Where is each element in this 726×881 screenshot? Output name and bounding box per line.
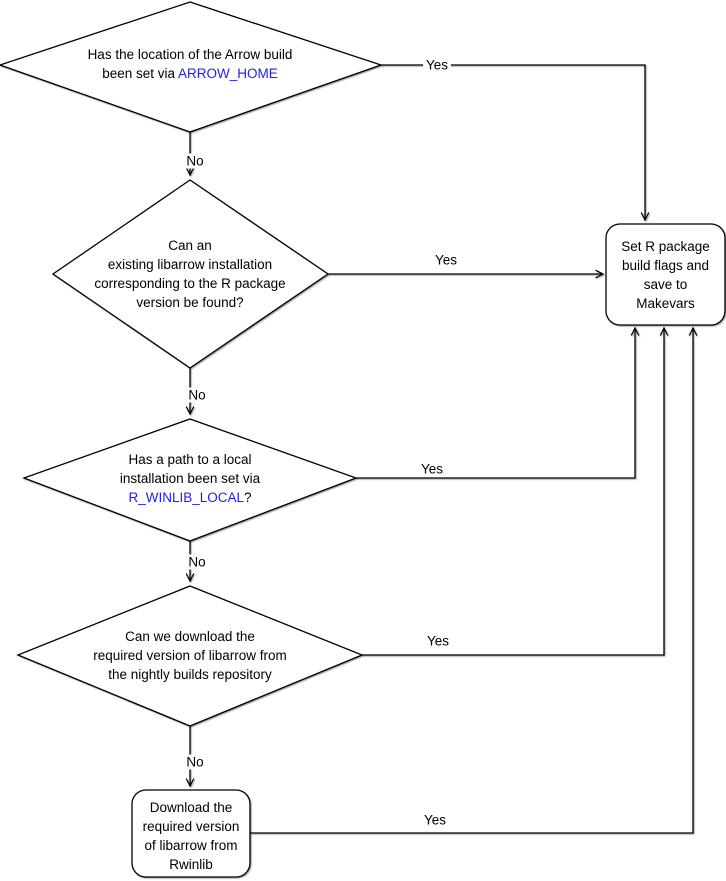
decision-text-line: corresponding to the R package bbox=[94, 276, 286, 291]
process-text-line: required version bbox=[142, 819, 240, 834]
node-nightly-download-decision: Can we download the required version of … bbox=[10, 627, 370, 684]
decision-text-line: version be found? bbox=[136, 295, 244, 310]
env-var-arrow-home: ARROW_HOME bbox=[178, 66, 278, 81]
edge-rwinlib-yes-to-makevars bbox=[250, 326, 698, 834]
node-existing-libarrow-decision: Can an existing libarrow installation co… bbox=[40, 236, 340, 312]
decision-shape-arrow-home bbox=[0, 1, 384, 133]
decision-text-line: R_WINLIB_LOCAL? bbox=[128, 490, 252, 505]
process-shape-download-rwinlib bbox=[131, 789, 251, 878]
process-text-line: Set R package bbox=[621, 239, 710, 254]
node-winlib-local-decision: Has a path to a local installation been … bbox=[30, 450, 350, 507]
decision-text-line: the nightly builds repository bbox=[108, 667, 272, 682]
edge-label-arrowhome-yes: Yes bbox=[422, 57, 452, 73]
process-text-line: Download the bbox=[149, 800, 233, 815]
decision-text-line: existing libarrow installation bbox=[107, 257, 273, 272]
decision-text-line: required version of libarrow from bbox=[93, 648, 287, 663]
edge-label-nightly-no: No bbox=[183, 754, 207, 770]
process-text-line: of libarrow from bbox=[144, 838, 238, 853]
edge-label-arrowhome-no: No bbox=[183, 153, 207, 169]
edge-label-rwinlib-yes: Yes bbox=[420, 812, 450, 828]
node-set-makevars: Set R package build flags and save to Ma… bbox=[606, 237, 725, 313]
node-arrow-home-decision: Has the location of the Arrow build been… bbox=[30, 45, 350, 83]
decision-text-line: installation been set via bbox=[119, 471, 261, 486]
decision-text-line: Has the location of the Arrow build bbox=[87, 47, 293, 62]
edge-nightly-yes-to-makevars bbox=[362, 326, 669, 656]
process-text-line: save to bbox=[643, 277, 688, 292]
process-shape-set-makevars bbox=[605, 223, 726, 326]
edge-label-winliblocal-no: No bbox=[185, 554, 209, 570]
decision-text-line: Can an bbox=[168, 238, 212, 253]
edge-arrowhome-yes-to-makevars bbox=[381, 64, 650, 222]
decision-text-line: been set via ARROW_HOME bbox=[102, 66, 278, 81]
decision-shape-winlib-local bbox=[22, 418, 358, 542]
process-text-line: Makevars bbox=[636, 296, 695, 311]
decision-shape-existing-libarrow bbox=[51, 179, 330, 369]
process-text-line: Rwinlib bbox=[169, 857, 213, 872]
edge-label-winliblocal-yes: Yes bbox=[417, 461, 447, 477]
edge-label-nightly-yes: Yes bbox=[423, 633, 453, 649]
flowchart-edges bbox=[185, 64, 698, 834]
edge-winliblocal-yes-to-makevars bbox=[356, 326, 640, 479]
edge-label-existing-no: No bbox=[185, 387, 209, 403]
node-download-rwinlib: Download the required version of libarro… bbox=[132, 798, 250, 874]
decision-shape-nightly-download bbox=[16, 585, 364, 727]
edge-label-existing-yes: Yes bbox=[431, 252, 461, 268]
env-var-r-winlib-local: R_WINLIB_LOCAL bbox=[128, 490, 245, 505]
process-text-line: build flags and bbox=[621, 258, 710, 273]
decision-text-line: Has a path to a local bbox=[128, 452, 252, 467]
decision-text-line: Can we download the bbox=[125, 629, 255, 644]
